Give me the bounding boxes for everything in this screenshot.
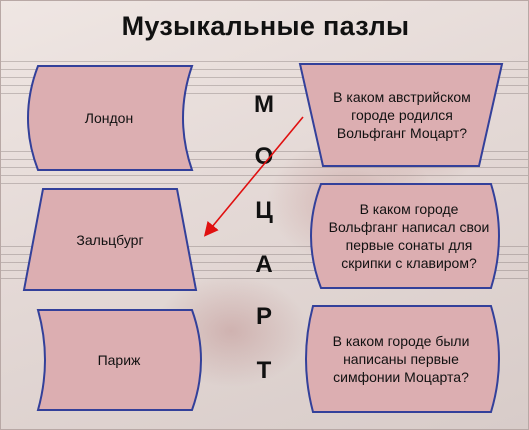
puzzle-letter: О [254, 143, 274, 170]
puzzle-letter: Ц [255, 197, 273, 224]
music-staff-lines [1, 246, 528, 286]
music-staff-lines [1, 151, 528, 191]
puzzle-letter: М [254, 91, 274, 118]
city-label: Лондон [84, 110, 134, 126]
city-card-salzburg[interactable]: Зальцбург [21, 186, 199, 293]
city-card-london[interactable]: Лондон [24, 62, 196, 174]
page-title: Музыкальные пазлы [121, 11, 410, 41]
question-card-3[interactable]: В каком городе были написаны первые симф… [295, 303, 507, 415]
question-text: В каком городе были написаны первые симф… [332, 333, 470, 385]
puzzle-letter: Р [255, 303, 272, 330]
question-card-2[interactable]: В каком городе Вольфганг написал свои пе… [295, 181, 507, 291]
city-label: Париж [97, 352, 141, 368]
question-card-1[interactable]: В каком австрийском городе родился Вольф… [297, 61, 505, 169]
music-staff-lines [1, 61, 528, 101]
puzzle-letter: А [255, 251, 273, 278]
question-text: В каком австрийском городе родился Вольф… [333, 89, 471, 141]
city-card-paris[interactable]: Париж [34, 306, 206, 414]
question-text: В каком городе Вольфганг написал свои пе… [328, 201, 490, 271]
puzzle-letter: Т [256, 357, 272, 384]
city-label: Зальцбург [76, 231, 144, 248]
